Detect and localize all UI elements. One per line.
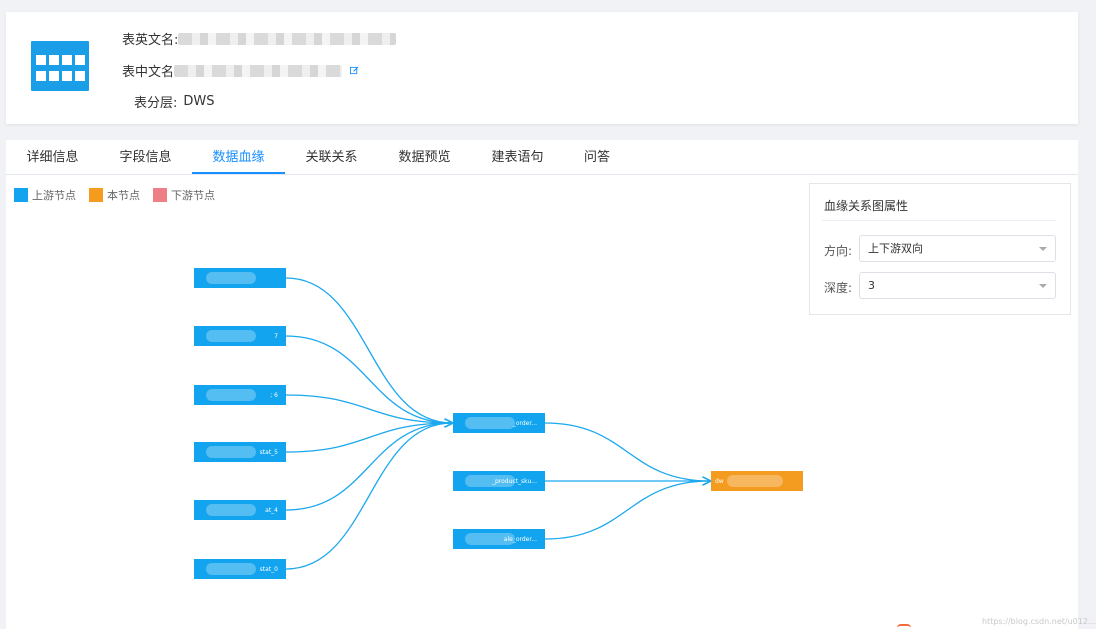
en-name-label: 表英文名: [122,33,179,48]
node-name-redacted [727,475,783,487]
node-label: dw [715,477,724,485]
chevron-down-icon [1039,247,1047,251]
table-header-card: 表英文名: 表中文名 表分层: DWS [6,12,1078,124]
table-icon [31,41,89,91]
cn-name-label: 表中文名 [122,65,175,80]
lineage-edge [285,423,452,570]
watermark: https://blog.csdn.net/u012... [982,617,1096,626]
legend-item-upstream[interactable]: 上游节点 [14,187,76,203]
tab-data-lineage[interactable]: 数据血缘 [212,150,265,165]
lineage-node-upstream[interactable]: stat_0 [194,559,286,579]
tab-bar: 详细信息 字段信息 数据血缘 关联关系 数据预览 建表语句 问答 [6,140,1078,175]
depth-select[interactable]: 3 [859,272,1056,299]
panel-divider [822,220,1056,221]
lineage-properties-panel: 血缘关系图属性 方向: 上下游双向 深度: 3 [809,183,1071,315]
node-name-redacted [206,446,256,458]
tab-data-preview[interactable]: 数据预览 [398,150,451,165]
chevron-down-icon [1039,284,1047,288]
lineage-node-upstream[interactable]: ale_order... [453,529,545,549]
table-cn-name-row: 表中文名 [122,61,359,80]
edit-icon[interactable] [350,66,359,75]
lineage-edges [285,277,806,570]
node-label: ; 6 [270,391,278,399]
node-name-redacted [206,563,256,575]
active-tab-indicator [192,172,285,174]
tab-detail-info[interactable]: 详细信息 [26,150,79,165]
table-layer-row: 表分层: DWS [134,92,215,111]
lineage-edge [285,335,452,423]
legend-item-downstream[interactable]: 下游节点 [153,187,215,203]
lineage-edge [285,394,452,423]
legend-label-current: 本节点 [107,189,140,202]
node-label: _product_sku... [491,477,537,485]
tab-ddl[interactable]: 建表语句 [491,150,544,165]
lineage-node-upstream[interactable]: _product_sku... [453,471,545,491]
lineage-node-current[interactable]: dw [711,471,803,491]
en-name-value-redacted [178,32,397,45]
lineage-node-upstream[interactable]: ; 6 [194,385,286,405]
lineage-node-upstream[interactable]: _order... [453,413,545,433]
direction-value: 上下游双向 [868,242,923,255]
lineage-node-upstream[interactable]: 7 [194,326,286,346]
node-label: at_4 [265,506,278,514]
lineage-node-upstream[interactable]: at_4 [194,500,286,520]
node-name-redacted [465,475,515,487]
lineage-graph[interactable]: 7 ; 6 stat_5 at_4 stat_0 _order... _product_sk… [6,175,806,629]
lineage-edge [285,423,452,511]
lineage-edge [544,481,710,540]
depth-value: 3 [868,279,875,292]
lineage-node-upstream[interactable]: stat_5 [194,442,286,462]
depth-label: 深度: [824,281,853,295]
corner-decoration [897,624,911,628]
legend-swatch-upstream [14,188,28,202]
tab-relations[interactable]: 关联关系 [305,150,358,165]
legend-label-upstream: 上游节点 [32,189,76,202]
legend-swatch-current [89,188,103,202]
lineage-edge [285,277,452,423]
node-name-redacted [206,330,256,342]
node-label: stat_0 [259,565,278,573]
node-name-redacted [465,533,515,545]
panel-title: 血缘关系图属性 [824,199,909,213]
direction-select[interactable]: 上下游双向 [859,235,1056,262]
content-area: 详细信息 字段信息 数据血缘 关联关系 数据预览 建表语句 问答 上游节点 本节… [6,140,1078,629]
direction-label: 方向: [824,244,853,258]
lineage-edge [544,422,710,481]
legend-label-downstream: 下游节点 [171,189,215,202]
lineage-edge [285,423,452,453]
legend-item-current[interactable]: 本节点 [89,187,140,203]
lineage-node-upstream[interactable] [194,268,286,288]
node-label: 7 [274,332,278,340]
node-name-redacted [206,504,256,516]
layer-label: 表分层: [134,96,178,111]
node-label: stat_5 [259,448,278,456]
node-name-redacted [206,389,256,401]
cn-name-value-redacted [174,64,343,77]
lineage-legend: 上游节点 本节点 下游节点 [14,187,228,203]
node-label: _order... [512,419,537,427]
node-name-redacted [206,272,256,284]
node-label: ale_order... [503,535,537,543]
table-en-name-row: 表英文名: [122,29,397,48]
tab-qa[interactable]: 问答 [583,150,610,165]
legend-swatch-downstream [153,188,167,202]
tab-field-info[interactable]: 字段信息 [119,150,172,165]
layer-value: DWS [183,94,215,109]
node-name-redacted [465,417,515,429]
